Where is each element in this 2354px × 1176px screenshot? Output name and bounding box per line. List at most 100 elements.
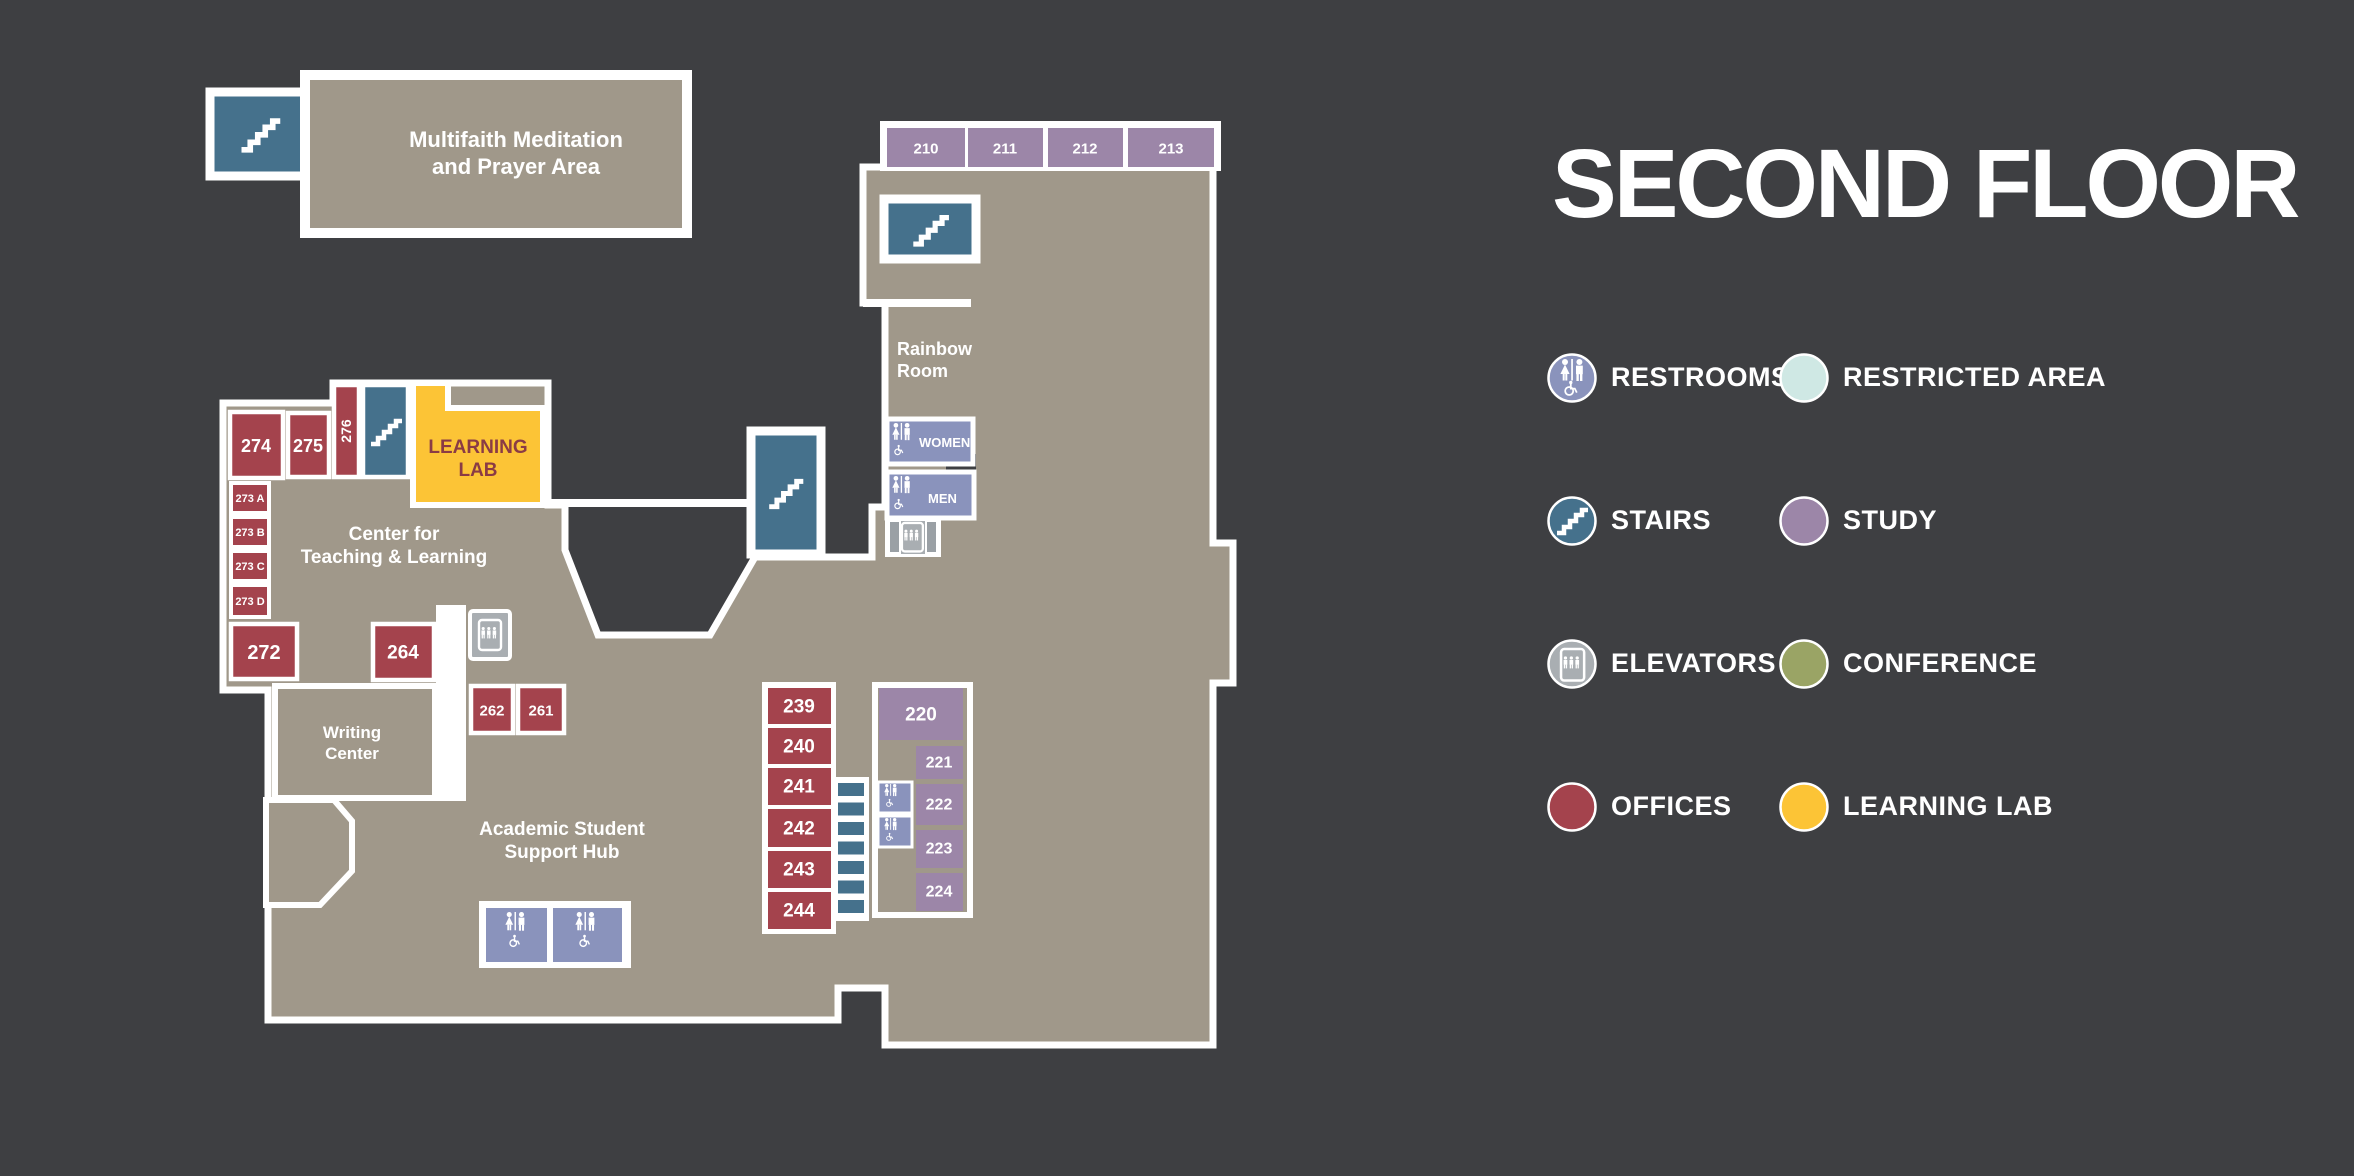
room-239-label: 239 bbox=[783, 697, 815, 718]
learning-lab-label-line1: LEARNING bbox=[428, 437, 527, 458]
room-210 bbox=[887, 128, 965, 167]
room-273a-label: 273 A bbox=[236, 493, 265, 505]
men-restroom: MEN bbox=[884, 469, 977, 521]
room-264-label: 264 bbox=[387, 643, 419, 664]
legend-label: RESTROOMS bbox=[1611, 362, 1790, 392]
men-label: MEN bbox=[928, 491, 957, 506]
room-272 bbox=[228, 621, 300, 682]
room-273a bbox=[229, 481, 271, 515]
elevators-icon bbox=[1547, 638, 1597, 689]
legend-label: STAIRS bbox=[1611, 505, 1712, 535]
study-swatch bbox=[1779, 495, 1829, 546]
legend-item-restricted-area: RESTRICTED AREA bbox=[1779, 352, 2107, 403]
room-241 bbox=[768, 768, 831, 805]
legend-item-learning-lab: LEARNING LAB bbox=[1779, 781, 2106, 832]
room-220-label: 220 bbox=[905, 705, 937, 726]
interior-wall-band bbox=[436, 605, 466, 801]
building-outline bbox=[219, 163, 1237, 1049]
multifaith-room bbox=[300, 70, 692, 238]
room-273b-label: 273 B bbox=[235, 527, 264, 539]
room-275-label: 275 bbox=[293, 436, 323, 456]
room-242-label: 242 bbox=[783, 819, 815, 840]
legend: RESTROOMS RESTRICTED AREA STAIRS STUDY E… bbox=[1547, 306, 2106, 878]
ctl-elevator bbox=[468, 609, 512, 661]
center-stairs bbox=[746, 426, 826, 559]
page-title: SECOND FLOOR bbox=[1552, 129, 2300, 238]
room-222-label: 222 bbox=[926, 797, 953, 814]
room-221 bbox=[916, 746, 963, 779]
conference-swatch bbox=[1779, 638, 1829, 689]
stairs-icon bbox=[1547, 495, 1597, 546]
learning-lab-label-line2: LAB bbox=[458, 460, 497, 481]
legend-label: CONFERENCE bbox=[1843, 648, 2038, 678]
room-244-label: 244 bbox=[783, 901, 815, 922]
legend-label: RESTRICTED AREA bbox=[1843, 362, 2107, 392]
room-221-label: 221 bbox=[926, 755, 953, 772]
offices-swatch bbox=[1547, 781, 1597, 832]
study-220-224: 220 221 222 223 224 bbox=[872, 682, 973, 918]
room-274-label: 274 bbox=[241, 436, 271, 456]
writing-center-room bbox=[272, 683, 438, 801]
rainbow-room-label-line2: Room bbox=[897, 361, 948, 381]
hub-label-line1: Academic Student bbox=[479, 819, 645, 840]
legend-item-conference: CONFERENCE bbox=[1779, 638, 2106, 689]
hub-label-line2: Support Hub bbox=[504, 842, 619, 863]
multifaith-label-line1: Multifaith Meditation bbox=[409, 127, 623, 152]
writing-center-label-line1: Writing bbox=[323, 723, 381, 742]
room-213 bbox=[1128, 128, 1214, 167]
room-243 bbox=[768, 851, 831, 888]
writing-center-label-line2: Center bbox=[325, 744, 379, 763]
room-244 bbox=[768, 892, 831, 929]
room-272-label: 272 bbox=[247, 642, 280, 664]
north-stairs bbox=[879, 194, 981, 264]
multifaith-label-line2: and Prayer Area bbox=[432, 154, 601, 179]
legend-item-stairs: STAIRS bbox=[1547, 495, 1779, 546]
left-wing-rooms: LEARNING LAB 274 275 276 273 A 273 B 273… bbox=[227, 380, 567, 736]
room-220 bbox=[879, 688, 963, 740]
room-222 bbox=[916, 784, 963, 825]
room-211 bbox=[968, 128, 1043, 167]
room-262-label: 262 bbox=[479, 703, 504, 720]
restrooms-icon bbox=[1547, 352, 1597, 403]
legend-item-elevators: ELEVATORS bbox=[1547, 638, 1779, 689]
multifaith-area: Multifaith Meditation and Prayer Area bbox=[205, 70, 692, 238]
room-275 bbox=[285, 410, 332, 480]
room-261 bbox=[515, 683, 567, 736]
room-262 bbox=[468, 683, 516, 736]
north-wing-wall-step bbox=[863, 299, 971, 307]
ctl-label-line1: Center for bbox=[349, 524, 440, 545]
alcove-outline bbox=[263, 797, 355, 908]
restricted-area-swatch bbox=[1779, 352, 1829, 403]
legend-item-offices: OFFICES bbox=[1547, 781, 1779, 832]
north-elevator bbox=[885, 517, 941, 557]
north-rooms-strip: 210 211 212 213 bbox=[880, 121, 1221, 171]
room-212 bbox=[1048, 128, 1123, 167]
legend-label: STUDY bbox=[1843, 505, 1938, 535]
legend-item-study: STUDY bbox=[1779, 495, 2106, 546]
step-strip-stairs bbox=[832, 777, 869, 921]
room-273d-label: 273 D bbox=[235, 596, 264, 608]
room-223 bbox=[916, 830, 963, 868]
room-224-label: 224 bbox=[926, 884, 953, 901]
small-restroom-1 bbox=[876, 780, 914, 815]
room-210-label: 210 bbox=[913, 141, 938, 158]
room-273d bbox=[229, 583, 271, 619]
room-261-label: 261 bbox=[528, 703, 553, 720]
room-223-label: 223 bbox=[926, 841, 953, 858]
learning-lab-room bbox=[410, 380, 546, 508]
room-241-label: 241 bbox=[783, 777, 815, 798]
hub-restroom-1 bbox=[486, 908, 547, 962]
women-restroom: WOMEN bbox=[884, 416, 976, 467]
offices-239-244: 239 240 241 242 243 244 bbox=[762, 682, 836, 934]
hub-restrooms bbox=[479, 901, 631, 968]
room-240 bbox=[768, 728, 831, 764]
hub-restroom-2 bbox=[553, 908, 622, 962]
room-239 bbox=[768, 688, 831, 724]
women-label: WOMEN bbox=[919, 435, 970, 450]
room-274 bbox=[227, 409, 286, 481]
legend-label: ELEVATORS bbox=[1611, 648, 1777, 678]
room-243-label: 243 bbox=[783, 860, 815, 881]
room-276-label: 276 bbox=[338, 419, 354, 443]
room-276 bbox=[331, 382, 362, 480]
